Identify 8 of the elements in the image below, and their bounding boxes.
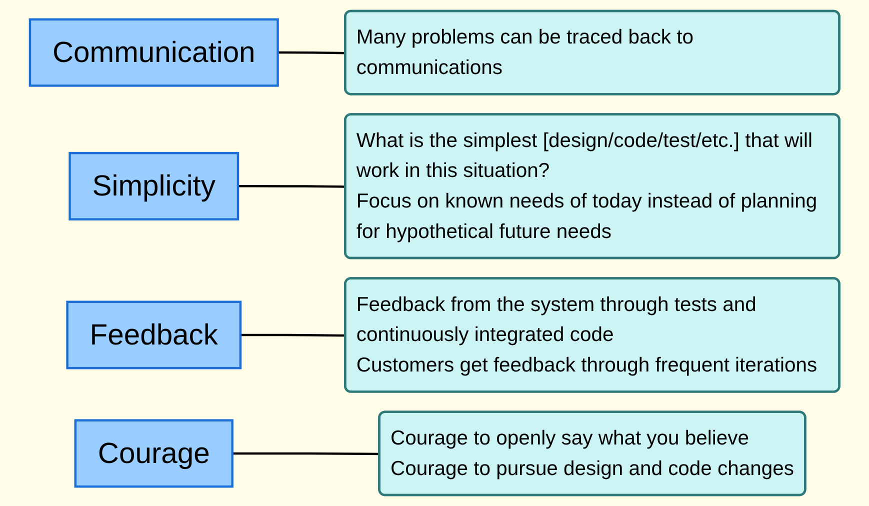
node-box: Communication [28,18,279,87]
node-box: Courage [74,419,234,488]
connector [240,334,346,337]
node-box: Feedback [66,300,242,370]
connector [278,51,346,54]
connector [232,452,380,456]
connector [238,185,346,188]
node-box: Simplicity [68,152,239,220]
